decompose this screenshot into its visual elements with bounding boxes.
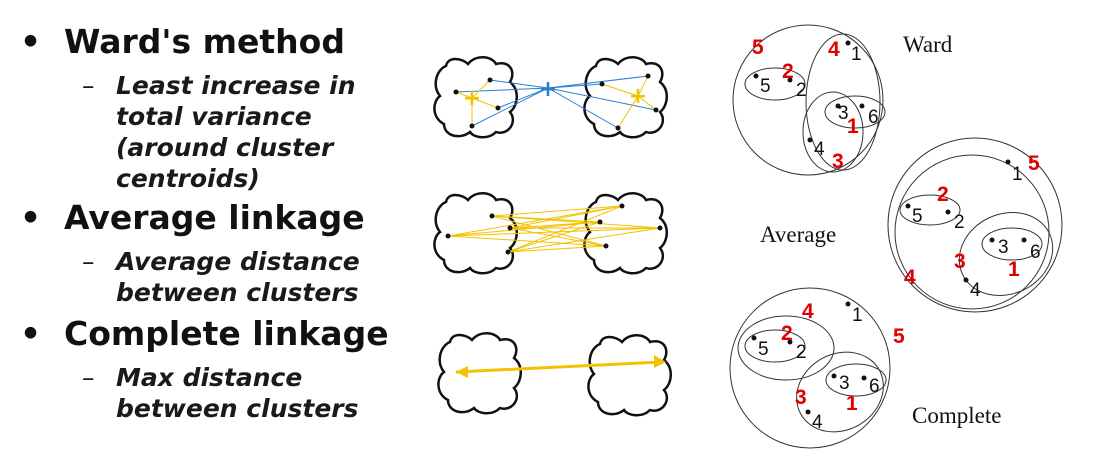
ward-title: Ward's method: [64, 22, 345, 61]
svg-text:2: 2: [937, 183, 949, 206]
svg-text:2: 2: [954, 212, 965, 233]
ward-desc-line-2: total variance: [116, 102, 312, 131]
average-desc-line-1: Average distance: [116, 247, 360, 276]
svg-text:3: 3: [838, 103, 849, 124]
svg-text:6: 6: [869, 376, 880, 397]
max-distance-line: [455, 360, 663, 374]
ward-merge-order: 1 2 3 4 5: [752, 36, 859, 173]
svg-text:3: 3: [839, 373, 850, 394]
ward-label: Ward: [903, 32, 953, 57]
average-ring-1: [981, 227, 1043, 261]
svg-text:5: 5: [912, 206, 923, 227]
svg-text:5: 5: [752, 36, 764, 59]
svg-text:4: 4: [828, 38, 840, 61]
complete-desc-line-1: Max distance: [116, 363, 303, 392]
ward-ring-2: [744, 67, 806, 101]
ward-points: [453, 73, 659, 131]
complete-ring-2: [744, 329, 806, 363]
average-ring-2: [899, 194, 961, 226]
average-diagram: [433, 191, 669, 275]
svg-text:6: 6: [1030, 242, 1041, 263]
ward-diagram: + + +: [433, 55, 669, 139]
svg-text:2: 2: [796, 80, 807, 101]
average-merge-order: 1 2 3 4 5: [904, 152, 1040, 289]
svg-text:1: 1: [852, 305, 863, 326]
average-desc-line-2: between clusters: [116, 278, 359, 307]
svg-text:1: 1: [847, 115, 859, 138]
ward-desc-line-4: centroids): [116, 164, 260, 193]
svg-text:2: 2: [782, 60, 794, 83]
bullet-ward: •Ward's method: [20, 22, 345, 61]
method-list: •Ward's method – Least increase in total…: [20, 22, 389, 423]
svg-text:4: 4: [814, 139, 825, 160]
arrow-left-icon: [456, 366, 468, 378]
svg-text:6: 6: [868, 107, 879, 128]
arrow-right-icon: [654, 355, 666, 368]
average-link-lines: [447, 205, 661, 253]
svg-text:1: 1: [1012, 164, 1023, 185]
svg-text:2: 2: [781, 322, 793, 345]
bullet-average: •Average linkage: [20, 198, 365, 237]
complete-merge-order: 1 2 3 4 5: [781, 300, 905, 415]
average-ring-5: [887, 137, 1063, 313]
ward-cluster-right: [583, 55, 669, 139]
complete-nested-clusters: 1 2 3 4 5 6 1 2 3 4 5 Complete: [729, 287, 1001, 449]
ward-nested-clusters: 1 2 3 4 5 6 1 2 3 4 5 Ward: [732, 24, 953, 176]
svg-text:3: 3: [954, 250, 966, 273]
average-points: 1 2 3 4 5 6: [905, 159, 1041, 301]
ward-variance-lines: [455, 75, 657, 129]
average-ring-3: [958, 211, 1054, 297]
average-nested-clusters: 1 2 3 4 5 6 1 2 3 4 5 Average: [760, 137, 1063, 313]
svg-text:4: 4: [970, 280, 981, 301]
ward-desc-line-1: Least increase in: [116, 71, 356, 100]
ward-desc-line-3: (around cluster: [116, 133, 334, 162]
svg-text:5: 5: [760, 76, 771, 97]
right-centroid-icon: +: [629, 84, 647, 109]
complete-ring-1: [825, 363, 887, 397]
svg-text:5: 5: [1028, 152, 1040, 175]
svg-text:1: 1: [846, 392, 858, 415]
svg-text:3: 3: [795, 386, 807, 409]
average-title: Average linkage: [64, 198, 365, 237]
average-points: [445, 203, 663, 255]
complete-ring-5: [729, 287, 891, 449]
svg-text:4: 4: [802, 300, 814, 323]
complete-points: 1 2 3 4 5 6: [751, 301, 880, 433]
complete-title: Complete linkage: [64, 314, 389, 353]
complete-diagram: [437, 331, 673, 417]
svg-text:2: 2: [796, 342, 807, 363]
ward-ring-1: [824, 95, 886, 129]
complete-cluster-left: [437, 331, 523, 415]
ward-points: 1 2 3 4 5 6: [753, 40, 879, 160]
overall-centroid-icon: +: [539, 77, 557, 102]
complete-cluster-right: [587, 333, 673, 417]
ward-ring-5: [732, 24, 884, 176]
complete-label: Complete: [912, 403, 1001, 428]
left-centroid-icon: +: [463, 86, 481, 111]
svg-text:5: 5: [893, 325, 905, 348]
ward-centroid-lines: [455, 75, 657, 129]
complete-ring-4: [737, 315, 835, 381]
svg-text:4: 4: [904, 266, 916, 289]
svg-text:1: 1: [1008, 258, 1020, 281]
svg-text:1: 1: [851, 44, 862, 65]
svg-text:3: 3: [998, 237, 1009, 258]
complete-desc-line-2: between clusters: [116, 394, 359, 423]
average-label: Average: [760, 222, 836, 247]
ward-ring-3: [802, 91, 864, 173]
svg-text:4: 4: [812, 412, 823, 433]
bullet-complete: •Complete linkage: [20, 314, 389, 353]
svg-text:5: 5: [758, 339, 769, 360]
svg-text:3: 3: [832, 150, 844, 173]
